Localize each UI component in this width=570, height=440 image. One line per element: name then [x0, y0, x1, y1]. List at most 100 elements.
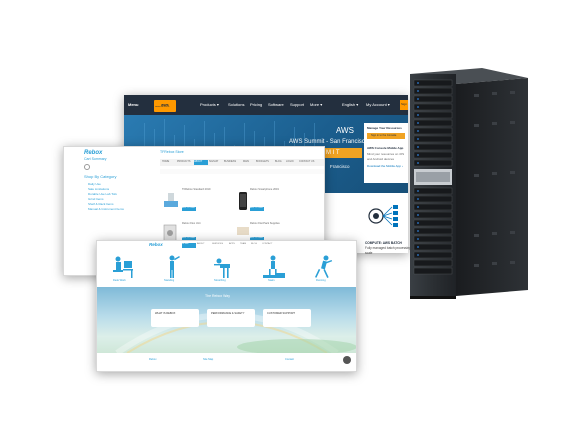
- add-to-cart-button[interactable]: ADD TO CART: [250, 207, 264, 211]
- store-page-title: TFRebox Store: [160, 150, 184, 154]
- home-tab-home[interactable]: HOME: [182, 243, 196, 248]
- home-tab-apps[interactable]: APPS: [229, 243, 235, 245]
- figure-label: Standing: [164, 279, 175, 282]
- shop-by-category-heading: Shop By Category: [84, 174, 117, 179]
- hero-city: Francisco: [330, 164, 350, 169]
- store-filter-row[interactable]: [160, 169, 324, 174]
- feature-box-title: CUSTOMER SUPPORT: [267, 312, 296, 315]
- running-figure[interactable]: Running: [311, 255, 341, 285]
- stretching-figure[interactable]: Stretching: [211, 255, 241, 285]
- home-tab-about[interactable]: ABOUT: [197, 243, 205, 245]
- add-to-cart-button[interactable]: ADD TO CART: [182, 207, 196, 211]
- store-tab-business[interactable]: BUSINESS: [224, 160, 237, 163]
- footer-col-left[interactable]: Rebox: [149, 358, 157, 361]
- category-link[interactable]: Daily Use: [88, 182, 101, 186]
- category-link[interactable]: Durable Use Lab Tofu: [88, 192, 117, 196]
- figure-label: Stairs: [268, 279, 275, 282]
- stairs-figure[interactable]: Stairs: [261, 255, 291, 285]
- batch-diagram-icon: [368, 205, 398, 227]
- aws-logo-text: amazon web services: [155, 107, 170, 108]
- store-tab-booklets[interactable]: BOOKLETS: [256, 160, 269, 163]
- store-brand-logo[interactable]: Rebox: [84, 150, 103, 156]
- person-stretching-icon: [214, 258, 230, 278]
- product-name[interactable]: Rebox Flex Unit: [182, 222, 201, 225]
- nav-software[interactable]: Software: [268, 102, 284, 107]
- product-name[interactable]: Rebox Smartphone 2019: [250, 188, 279, 191]
- add-to-cart-button[interactable]: ADD TO CART: [182, 237, 196, 241]
- add-to-cart-button[interactable]: ADD TO CART: [250, 237, 264, 241]
- sign-in-console-button[interactable]: Sign in to the Console: [367, 133, 405, 139]
- store-tab-about[interactable]: ABOUT: [194, 160, 208, 165]
- home-tab-contact[interactable]: CONTACT: [262, 243, 273, 245]
- store-tab-contact[interactable]: CONTACT US: [299, 160, 315, 163]
- band-title: The Rebox Way: [205, 294, 230, 298]
- person-running-icon: [314, 255, 333, 278]
- figure-label: Desk Work: [113, 279, 126, 282]
- category-link[interactable]: Sale Limitations: [88, 187, 110, 191]
- store-tab-main[interactable]: MAIN: [243, 160, 249, 163]
- mobile-app-text-2: and Android devices: [367, 157, 395, 161]
- cart-summary-link[interactable]: Cart Summary: [84, 157, 107, 161]
- person-standing-icon: [169, 255, 180, 278]
- home-tab-team[interactable]: TEAM: [240, 243, 247, 245]
- store-tab-blog[interactable]: BLOG: [275, 160, 282, 163]
- language-select[interactable]: English ▾: [342, 102, 359, 107]
- nav-solutions[interactable]: Solutions: [228, 102, 245, 107]
- nav-support[interactable]: Support: [290, 102, 305, 107]
- scroll-top-icon[interactable]: [343, 356, 351, 364]
- svg-text:aws: aws: [161, 102, 169, 107]
- home-tab-home-left[interactable]: [173, 243, 181, 248]
- product-image-icon: [237, 227, 249, 235]
- nav-products[interactable]: Products ▾: [200, 102, 219, 107]
- home-brand-logo[interactable]: Rebox: [149, 242, 163, 247]
- aws-menu-link[interactable]: Menu: [128, 102, 139, 107]
- product-card[interactable]: Rebox Flat Pack Supplies ADD TO CART: [234, 221, 292, 257]
- mobile-app-text-1: Mind your resources on iOS: [367, 152, 405, 156]
- product-card[interactable]: Rebox Flex Unit ADD TO CART: [160, 221, 218, 257]
- server-rack-image: [380, 64, 540, 300]
- category-link[interactable]: Grind Items: [88, 197, 104, 201]
- category-link[interactable]: Shelf & Rack Items: [88, 202, 114, 206]
- product-image-icon: [163, 224, 177, 242]
- aws-top-nav: Menu aws amazon web services Products ▾ …: [124, 95, 408, 115]
- nav-pricing[interactable]: Pricing: [250, 102, 263, 107]
- product-name[interactable]: TFRebox Standard 2019: [182, 188, 211, 191]
- category-link[interactable]: Manual & Instrument Items: [88, 207, 124, 211]
- home-footer: Rebox Site Map Contact: [97, 353, 356, 371]
- feature-box-title: WHAT IS REBOX: [155, 312, 176, 315]
- desk-work-figure[interactable]: Desk Work: [109, 255, 139, 285]
- feature-box[interactable]: CUSTOMER SUPPORT: [263, 309, 311, 327]
- home-tab-services[interactable]: SERVICES: [212, 243, 224, 245]
- person-at-desk-icon: [113, 256, 133, 278]
- product-card[interactable]: Rebox Smartphone 2019 ADD TO CART: [234, 187, 292, 223]
- store-tab-login[interactable]: LOGIN: [286, 160, 294, 163]
- aws-logo[interactable]: aws amazon web services: [154, 99, 176, 112]
- batch-title: COMPUTE: AWS BATCH: [365, 241, 402, 245]
- store-tab-home[interactable]: HOME: [162, 160, 170, 163]
- feature-box[interactable]: PERFORMANCE & SAFETY: [207, 309, 255, 327]
- feature-box[interactable]: WHAT IS REBOX: [151, 309, 199, 327]
- footer-col-right[interactable]: Contact: [285, 358, 294, 361]
- store-tab-signup[interactable]: SIGNUP: [209, 160, 219, 163]
- carousel-dots[interactable]: [221, 345, 233, 358]
- hero-title: AWS Summit - San Francisco: [289, 139, 369, 145]
- my-account-menu[interactable]: My Account ▾: [366, 102, 390, 107]
- rebox-home-screenshot: Rebox HOME ABOUT SERVICES APPS TEAM BLOG…: [96, 240, 357, 372]
- batch-text-2: scale: [365, 251, 373, 255]
- store-tab-bar: HOME PRODUCTS ABOUT SIGNUP BUSINESS MAIN…: [160, 159, 324, 166]
- figure-label: Stretching: [214, 279, 226, 282]
- nav-more[interactable]: More ▾: [310, 102, 323, 107]
- feature-box-title: PERFORMANCE & SAFETY: [211, 312, 245, 315]
- standing-figure[interactable]: Standing: [159, 255, 189, 285]
- product-name[interactable]: Rebox Flat Pack Supplies: [250, 222, 280, 225]
- cart-radio[interactable]: [84, 164, 90, 170]
- home-tab-blog[interactable]: BLOG: [251, 243, 258, 245]
- footer-col-mid[interactable]: Site Map: [203, 358, 214, 361]
- server-rack-icon: [410, 68, 528, 299]
- sign-up-label: Sign: [401, 102, 408, 106]
- mobile-app-title: AWS Console Mobile App: [367, 146, 404, 150]
- sign-up-button[interactable]: Sign: [400, 100, 408, 110]
- store-tab-products[interactable]: PRODUCTS: [177, 160, 191, 163]
- product-card[interactable]: TFRebox Standard 2019 ADD TO CART: [160, 187, 218, 223]
- download-app-link[interactable]: Download the Mobile App ›: [367, 164, 403, 168]
